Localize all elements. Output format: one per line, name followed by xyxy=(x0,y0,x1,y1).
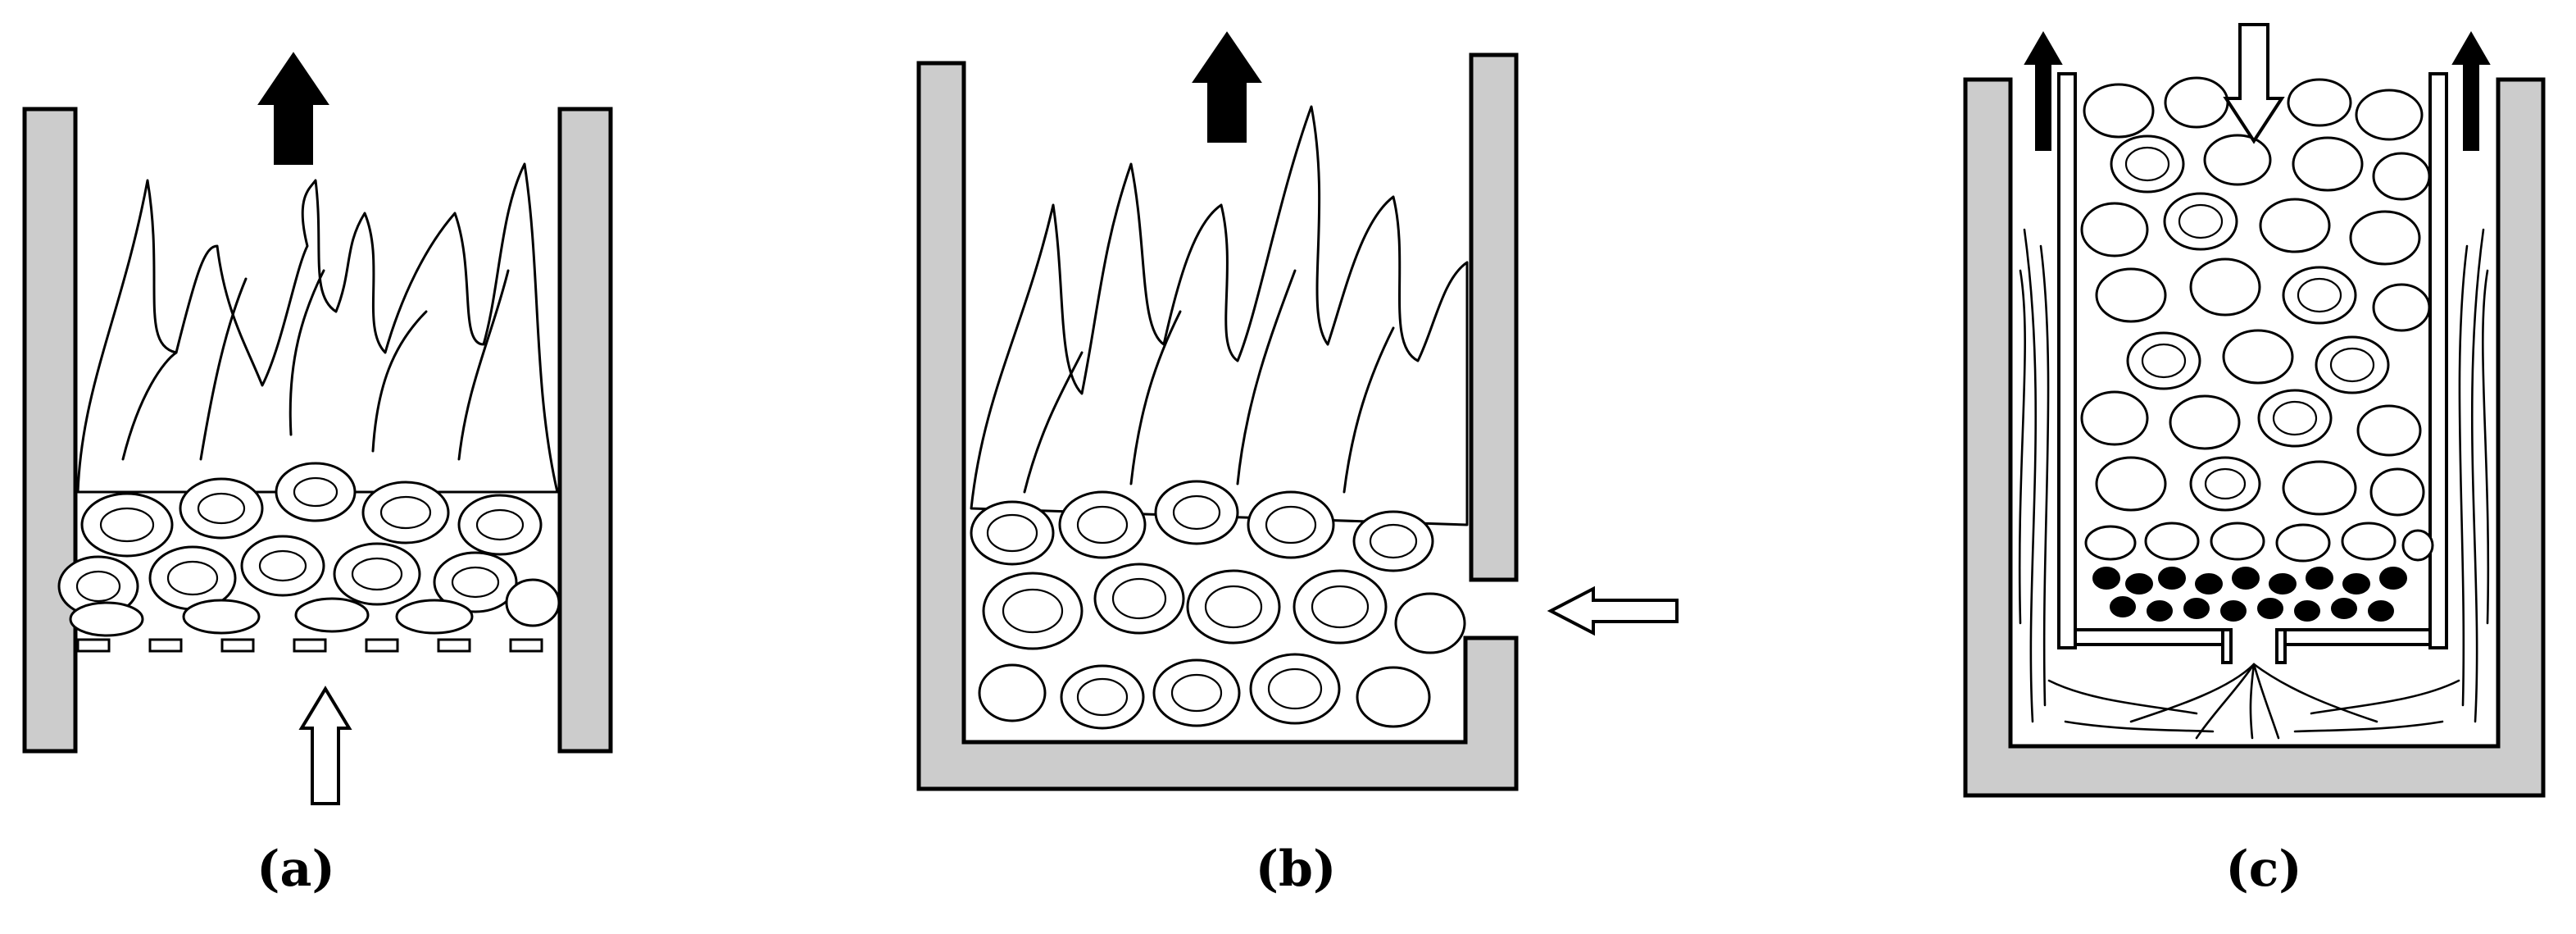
panel-a-updraft-combustion xyxy=(22,52,613,805)
panel-b-caption: (b) xyxy=(1255,841,1337,898)
panel-b-container-wall xyxy=(916,61,1519,791)
panel-c-right-flue-gas-arrow xyxy=(2451,31,2491,151)
panel-a-grate xyxy=(76,638,543,653)
panel-c-downdraft-combustion xyxy=(1963,23,2546,798)
panel-a-flue-gas-arrow xyxy=(257,52,329,165)
panel-c-container-wall xyxy=(1963,77,2546,798)
panel-b-flames xyxy=(970,105,1469,526)
panel-a-fuel-bed xyxy=(57,462,561,637)
panel-b-fuel-bed xyxy=(970,480,1466,730)
panel-a-left-wall xyxy=(22,107,78,754)
panel-b-crossdraft-combustion xyxy=(916,31,1679,791)
panel-c-gas-flow xyxy=(2018,228,2490,740)
panel-b-flue-gas-arrow xyxy=(1192,31,1262,143)
panel-a-air-inlet-arrow xyxy=(298,686,352,805)
panel-c-fuel-column xyxy=(2080,76,2434,622)
panel-a-right-wall xyxy=(557,107,613,754)
panel-c-left-flue-gas-arrow xyxy=(2024,31,2063,151)
panel-c-caption: (c) xyxy=(2225,841,2302,898)
panel-b-air-inlet-arrow xyxy=(1547,585,1679,636)
panel-c-inner-tube xyxy=(2057,72,2448,664)
panel-a-flames xyxy=(76,162,559,494)
panel-b-upper-right-wall xyxy=(1469,52,1519,582)
panel-c-fuel-air-inlet-arrow xyxy=(2223,23,2285,144)
panel-a-caption: (a) xyxy=(257,841,335,898)
